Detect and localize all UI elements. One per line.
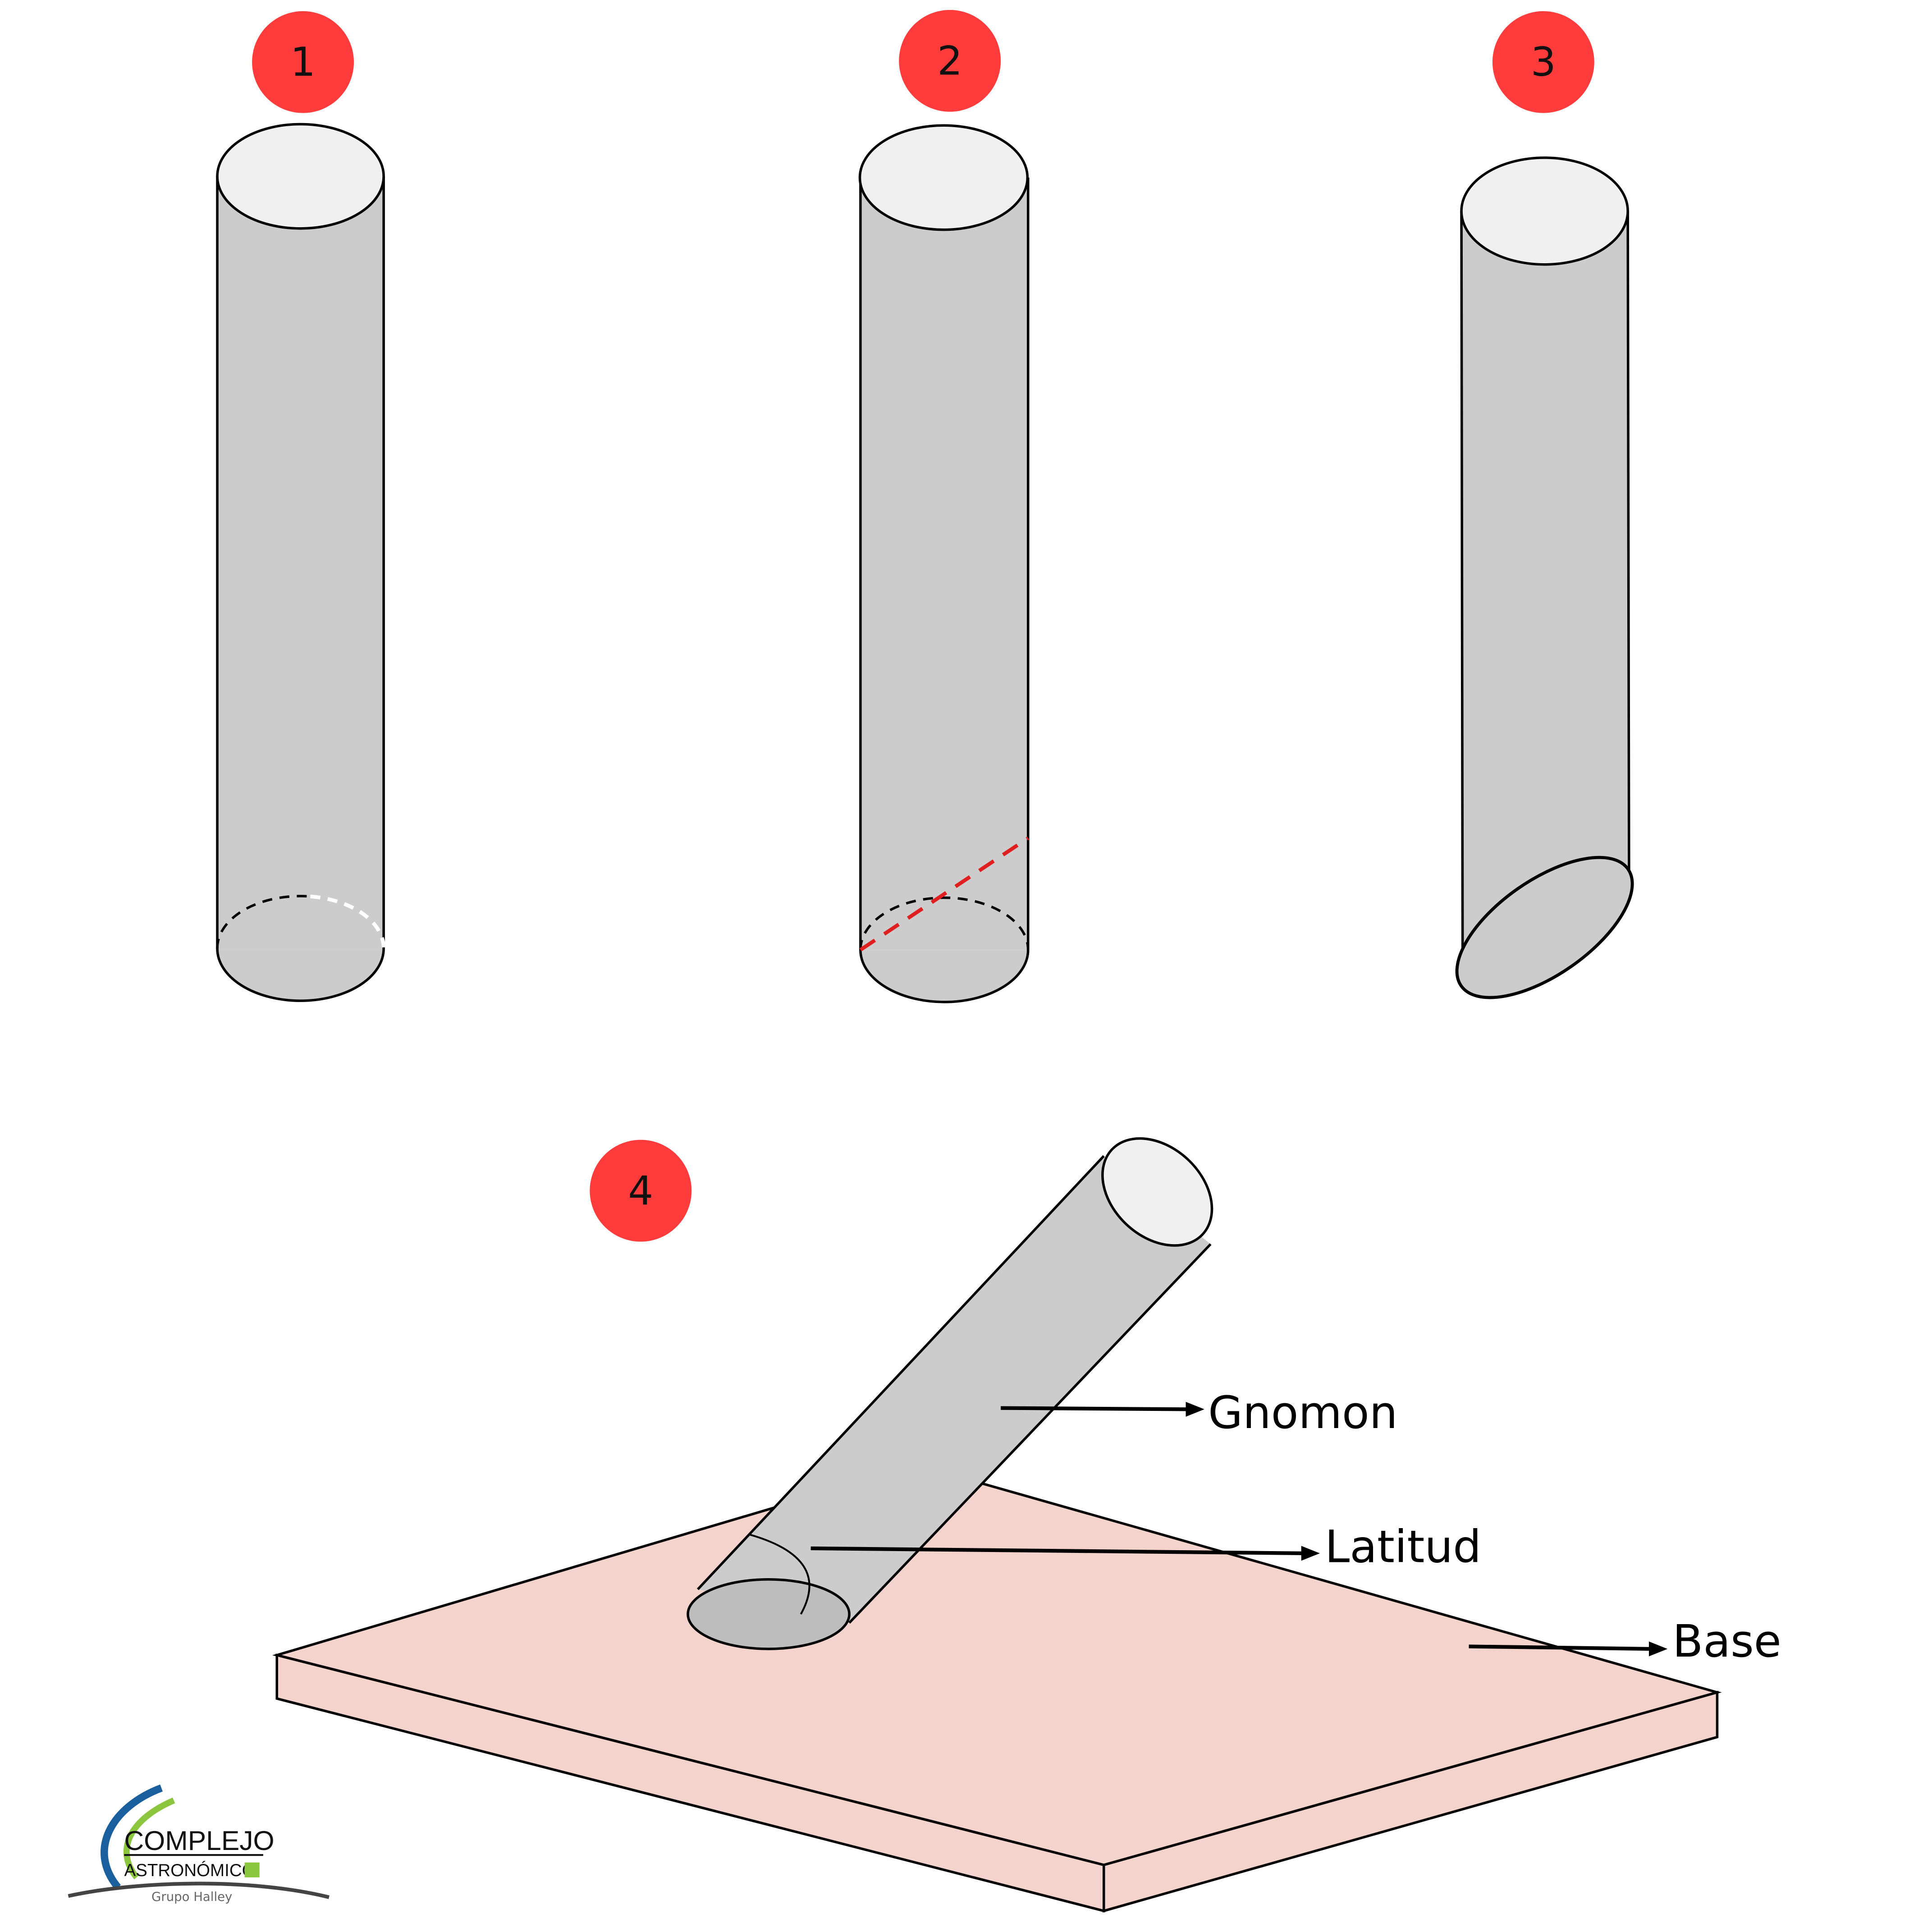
step-3: 3 [1455,11,1634,999]
cylinder-1-bottom [216,948,385,1002]
cylinder-3-body [1461,211,1629,981]
base-plate-front-right [1102,1690,1719,1913]
cylinder-1-top [216,123,385,230]
gnomon-arrow-head [1186,1401,1204,1417]
cut-line [859,836,1030,952]
base-plate-top [272,1464,1722,1867]
logo-mark-icon [244,1862,260,1877]
latitud-arrow-head [1301,1546,1320,1561]
cylinder-3-top [1460,156,1629,266]
gnomon-left-edge [697,1155,1105,1590]
step-2-badge [899,10,1001,112]
cylinder-2-bottom [859,950,1030,1003]
cylinder-3-left-edge [1460,211,1464,981]
gnomon-base-ellipse [687,1578,851,1650]
cylinder-2 [858,124,1030,1003]
latitud-label: Latitud [1325,1521,1481,1573]
step-2: 2 [858,10,1030,1003]
callout-gnomon: Gnomon [1001,1387,1398,1439]
cylinder-3-cut [1455,156,1634,999]
step-1-number: 1 [290,39,316,85]
latitud-arrow-line [810,1546,1304,1556]
gnomon [687,1137,1213,1650]
cylinder-2-top [858,124,1029,231]
step-1: 1 [216,11,386,1002]
logo-line3: Grupo Halley [151,1890,232,1904]
callout-base: Base [1469,1616,1781,1667]
base-label: Base [1672,1616,1781,1667]
logo-green-swoosh [123,1797,175,1880]
logo-blue-swoosh [101,1784,163,1890]
step-2-number: 2 [937,37,962,84]
gnomon-label: Gnomon [1208,1387,1397,1439]
logo-line2: ASTRONÓMICO [124,1861,255,1880]
cylinder-3-oblique-face [1455,856,1634,999]
step-3-number: 3 [1531,39,1556,85]
step-3-badge [1492,11,1594,113]
base-arrow-head [1648,1641,1668,1657]
step-4: 4 Gnomon Latitud [272,1137,1781,1913]
step-4-number: 4 [628,1167,653,1214]
step-4-badge [590,1140,692,1242]
gnomon-arrow-line [1001,1406,1190,1411]
step-1-badge [252,11,354,113]
gnomon-right-edge [848,1243,1212,1624]
cylinder-2-hidden-edge [859,896,1030,950]
base-plate [272,1464,1722,1913]
cylinder-1-hidden-edge-light [310,894,386,949]
cylinder-3-right-edge [1626,211,1630,875]
callout-latitud: Latitud [810,1521,1481,1573]
latitude-angle-arc [750,1534,810,1615]
gnomon-top [1101,1137,1213,1247]
gnomon-body [698,1156,1211,1623]
cylinder-1-body [217,176,384,949]
logo: COMPLEJO ASTRONÓMICO Grupo Halley [68,1784,330,1904]
base-arrow-line [1469,1644,1652,1651]
logo-grey-swoosh [68,1882,330,1899]
cylinder-1 [216,123,386,1002]
logo-line1: COMPLEJO [124,1825,274,1856]
cylinder-2-body [860,177,1028,950]
